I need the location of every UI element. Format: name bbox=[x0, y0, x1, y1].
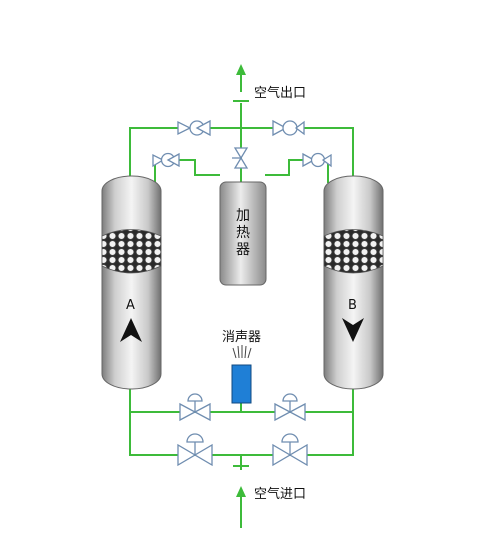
heater-label-char-1: 加 bbox=[236, 208, 250, 224]
tower-a-flow-arrow-icon bbox=[120, 318, 142, 342]
actuated-valve-silencer-left bbox=[179, 393, 211, 422]
tower-b-flow-arrow-icon bbox=[342, 318, 364, 342]
check-valve-inner-left bbox=[152, 152, 180, 168]
tower-b bbox=[323, 175, 384, 390]
actuated-valve-silencer-right bbox=[274, 393, 306, 422]
outlet-arrow-icon bbox=[236, 64, 246, 92]
tower-a bbox=[101, 175, 162, 390]
check-valve-top-right bbox=[272, 119, 305, 137]
inlet-arrow-icon bbox=[236, 486, 246, 528]
heater-label-char-2: 热 bbox=[236, 225, 250, 241]
silencer bbox=[231, 345, 252, 404]
check-valve-inner-right bbox=[302, 152, 332, 168]
exhaust-lines-icon bbox=[232, 345, 252, 359]
tower-b-label: B bbox=[348, 298, 357, 313]
tower-a-label: A bbox=[126, 298, 135, 313]
actuated-valve-inlet-left bbox=[177, 433, 213, 467]
needle-valve-heater bbox=[232, 147, 249, 169]
air-inlet-label: 空气进口 bbox=[254, 487, 307, 502]
heater-vessel bbox=[219, 181, 267, 286]
check-valve-top-left bbox=[177, 119, 211, 137]
heater-label: 加 热 器 bbox=[233, 208, 253, 259]
silencer-label: 消声器 bbox=[222, 330, 262, 345]
heater-label-char-3: 器 bbox=[236, 242, 250, 258]
air-outlet-label: 空气出口 bbox=[254, 86, 307, 101]
actuated-valve-inlet-right bbox=[272, 433, 308, 467]
